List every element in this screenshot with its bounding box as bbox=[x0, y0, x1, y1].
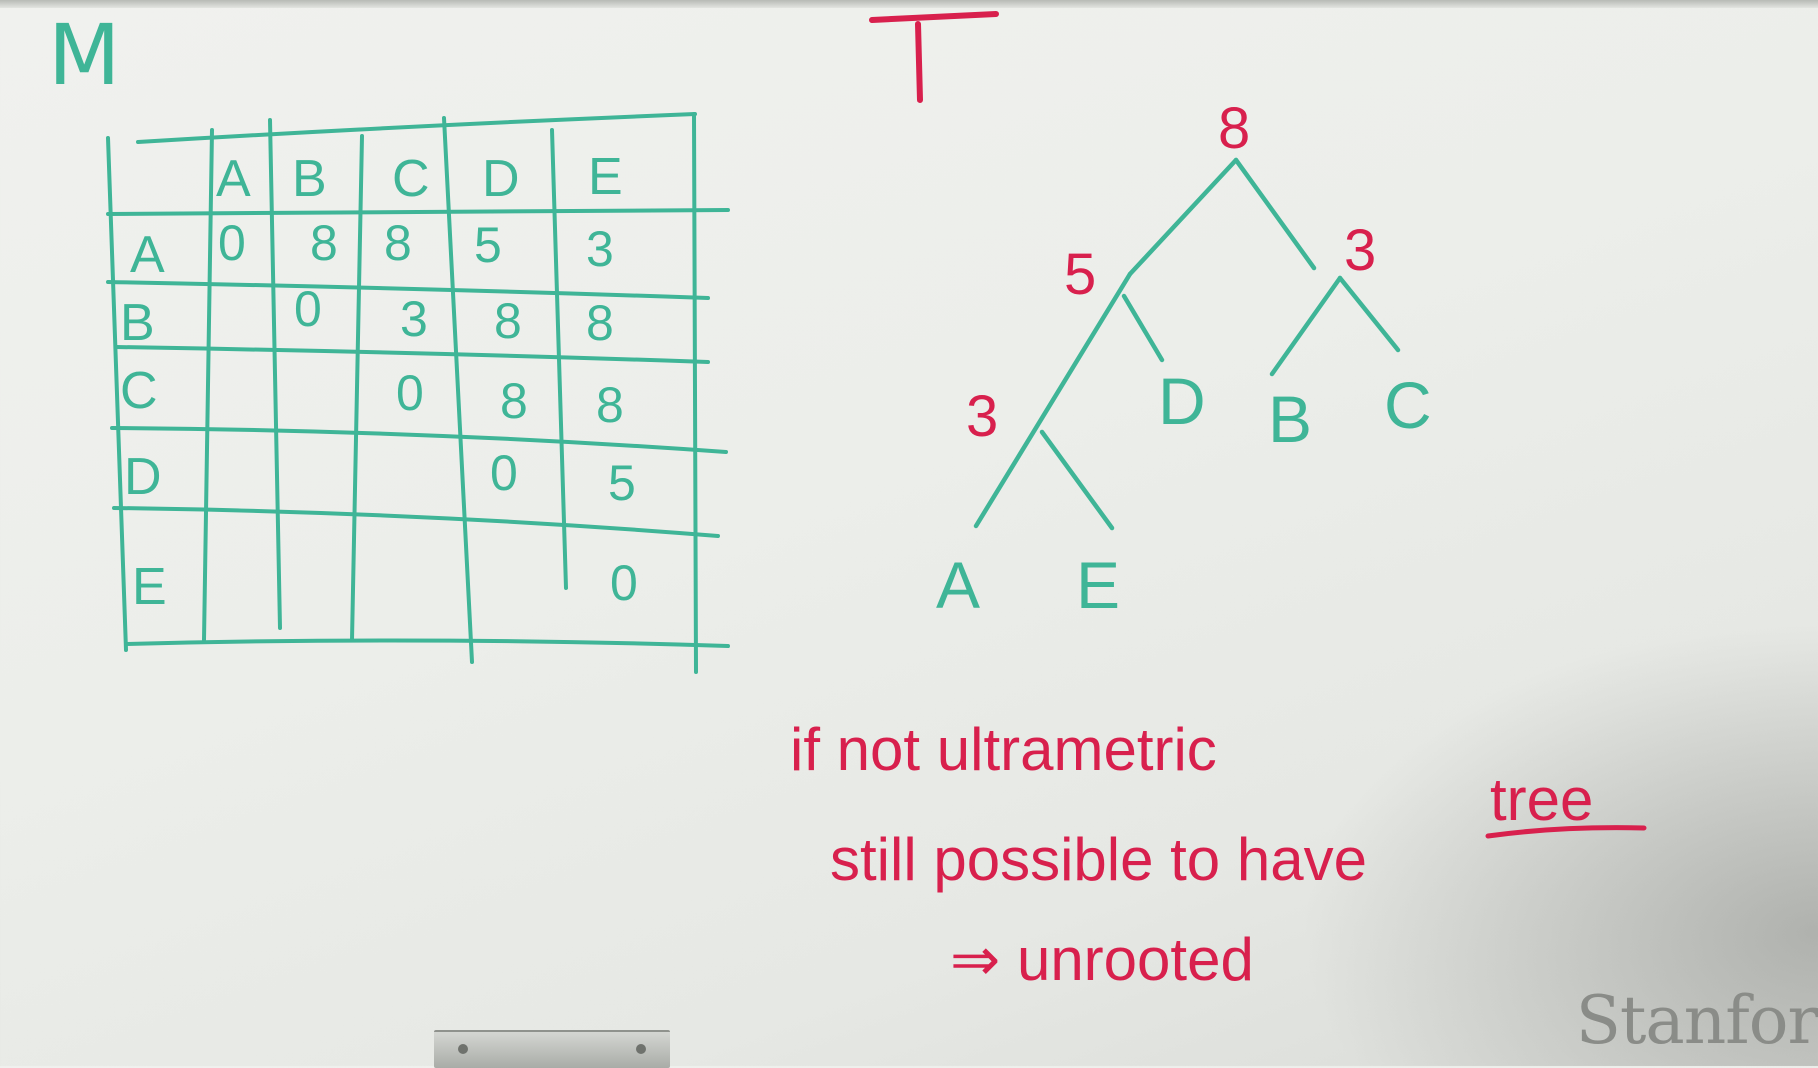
tray-pin bbox=[458, 1044, 468, 1054]
note-line-1: if not ultrametric bbox=[790, 716, 1217, 783]
marker-tray bbox=[434, 1030, 670, 1068]
tree-edge bbox=[973, 271, 1133, 529]
matrix-row-headers: A B C D E bbox=[120, 226, 167, 616]
emphasis-underline bbox=[1485, 825, 1647, 839]
grid-col-e bbox=[550, 128, 568, 590]
tree-label: T bbox=[0, 0, 1, 1]
matrix-row-header: C bbox=[120, 362, 158, 420]
note-line-2: still possible to have bbox=[830, 826, 1367, 893]
grid-line-bottom bbox=[124, 638, 730, 648]
notes: if not ultrametric still possible to hav… bbox=[790, 716, 1593, 993]
tree-edge bbox=[1233, 157, 1317, 271]
tree-leaf: A bbox=[936, 548, 980, 622]
grid-line-row-b bbox=[114, 345, 710, 364]
grid-col-c bbox=[350, 134, 364, 642]
matrix-cell: 5 bbox=[608, 455, 636, 511]
grid-col-b bbox=[268, 118, 282, 630]
tree-node-height: 3 bbox=[966, 384, 998, 449]
matrix-cells: 0 8 8 5 3 0 3 8 8 0 8 8 0 5 0 bbox=[218, 215, 638, 611]
grid-line-row-a bbox=[106, 280, 710, 300]
matrix-cell: 8 bbox=[310, 215, 338, 271]
tray-pin bbox=[636, 1044, 646, 1054]
note-emphasis: tree bbox=[1490, 766, 1593, 833]
matrix-column-headers: A B C D E bbox=[216, 148, 623, 208]
tree-label-strokes bbox=[869, 11, 999, 103]
matrix-col-header: D bbox=[482, 150, 520, 208]
tree-root-height: 8 bbox=[1218, 96, 1250, 161]
matrix-cell: 0 bbox=[610, 555, 638, 611]
grid-line-row-c bbox=[110, 426, 728, 454]
matrix-cell: 5 bbox=[474, 217, 502, 273]
matrix-col-header: B bbox=[292, 150, 327, 208]
whiteboard-frame bbox=[0, 0, 1818, 8]
matrix-row-header: D bbox=[124, 448, 162, 506]
matrix-cell: 3 bbox=[586, 221, 614, 277]
grid-col-d bbox=[442, 116, 474, 664]
tree-edges bbox=[973, 157, 1401, 531]
grid-line-top bbox=[136, 112, 697, 144]
matrix-cell: 0 bbox=[396, 365, 424, 421]
matrix-row-header: A bbox=[130, 226, 165, 284]
presenter-shadow bbox=[1298, 620, 1818, 1066]
tree-leaf: E bbox=[1076, 548, 1120, 622]
matrix-cell: 0 bbox=[490, 445, 518, 501]
tree-leaves: A E D B C bbox=[936, 364, 1432, 622]
matrix-label: M bbox=[48, 6, 120, 104]
tree-edge bbox=[1127, 157, 1239, 277]
matrix-col-header: C bbox=[392, 150, 430, 208]
tree-node-height: 5 bbox=[1064, 242, 1096, 307]
matrix-cell: 8 bbox=[596, 377, 624, 433]
tree-edge bbox=[1039, 429, 1115, 531]
matrix-cell: 8 bbox=[494, 293, 522, 349]
grid-col-a bbox=[202, 128, 214, 642]
matrix-row-header: E bbox=[132, 558, 167, 616]
tree-leaf: D bbox=[1158, 364, 1206, 438]
note-line-3: ⇒ unrooted bbox=[950, 926, 1254, 993]
tree-edge bbox=[1269, 275, 1343, 377]
matrix-grid bbox=[106, 112, 730, 674]
matrix-col-header: A bbox=[216, 150, 251, 208]
matrix-cell: 3 bbox=[400, 291, 428, 347]
matrix-cell: 0 bbox=[294, 281, 322, 337]
tree-edge bbox=[1121, 293, 1165, 363]
grid-line-header bbox=[106, 208, 730, 216]
grid-line-left bbox=[106, 136, 128, 652]
tree-heights: 8 5 3 3 bbox=[966, 96, 1376, 449]
tree-node-height: 3 bbox=[1344, 218, 1376, 283]
matrix-cell: 0 bbox=[218, 215, 246, 271]
grid-line-row-d bbox=[112, 506, 720, 538]
tree-leaf: B bbox=[1268, 382, 1312, 456]
matrix-col-header: E bbox=[588, 148, 623, 206]
tree-edge bbox=[1337, 275, 1401, 353]
grid-line-right bbox=[692, 112, 698, 674]
tree-leaf: C bbox=[1384, 368, 1432, 442]
matrix-row-header: B bbox=[120, 294, 155, 352]
matrix-cell: 8 bbox=[586, 295, 614, 351]
matrix-cell: 8 bbox=[500, 373, 528, 429]
stanford-watermark: Stanfor bbox=[1575, 982, 1818, 1059]
matrix-cell: 8 bbox=[384, 215, 412, 271]
